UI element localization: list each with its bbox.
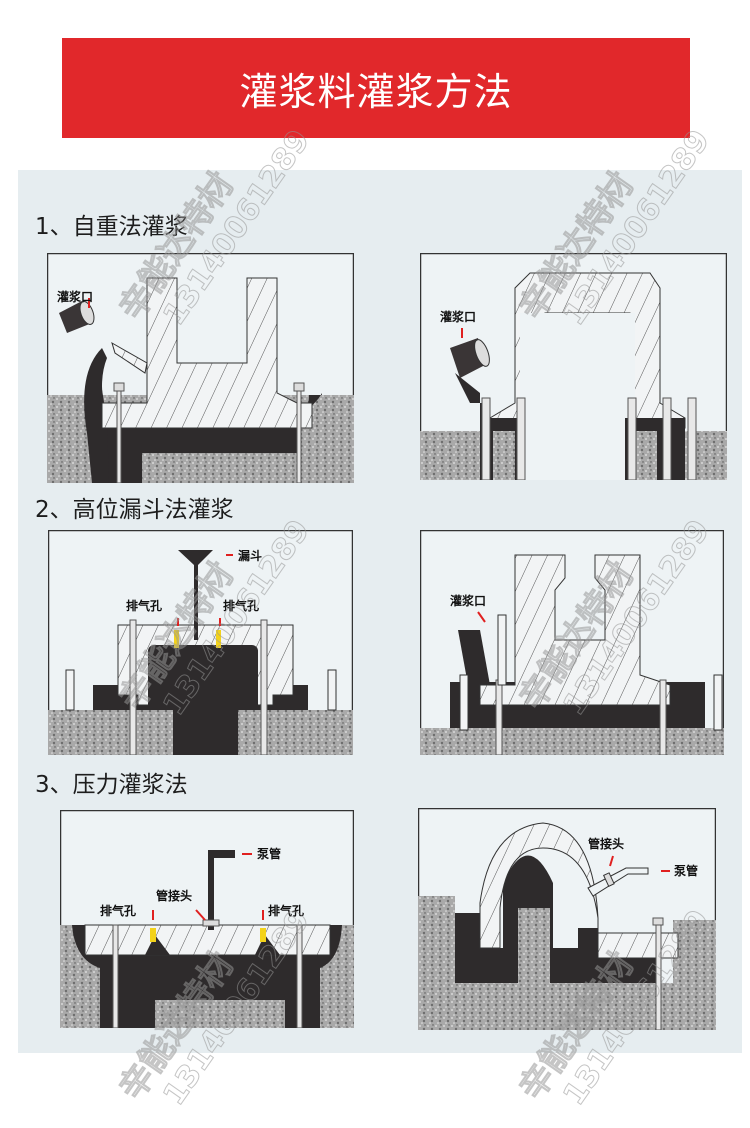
label-grouting-port: 灌浆口 [56, 289, 93, 304]
label-pipe-joint: 管接头 [588, 836, 624, 851]
title-banner: 灌浆料灌浆方法 [62, 38, 690, 138]
label-vent-right: 排气孔 [223, 598, 259, 613]
diagram-pressure-1: 泵管 管接头 排气孔 排气孔 [60, 810, 354, 1028]
label-pipe-joint: 管接头 [156, 888, 192, 903]
section-title-3: 3、压力灌浆法 [35, 772, 188, 798]
label-pump-pipe: 泵管 [257, 846, 281, 861]
label-grouting-port: 灌浆口 [439, 309, 476, 324]
label-pump-pipe: 泵管 [674, 863, 698, 878]
section-title-2: 2、高位漏斗法灌浆 [35, 497, 234, 523]
section-title-1: 1、自重法灌浆 [35, 214, 188, 240]
label-vent-left: 排气孔 [126, 598, 162, 613]
label-funnel: 漏斗 [238, 548, 262, 563]
label-grouting-port: 灌浆口 [449, 593, 486, 608]
page-title: 灌浆料灌浆方法 [239, 69, 513, 114]
diagram-self-weight-1: 灌浆口 [47, 253, 354, 483]
label-vent-left: 排气孔 [100, 903, 136, 918]
diagram-pressure-2: 管接头 泵管 [418, 808, 716, 1030]
diagram-self-weight-2: 灌浆口 [420, 253, 727, 480]
label-vent-right: 排气孔 [268, 903, 304, 918]
diagram-funnel-2: 灌浆口 [420, 530, 724, 755]
diagram-funnel-1: 漏斗 排气孔 排气孔 [48, 530, 353, 755]
